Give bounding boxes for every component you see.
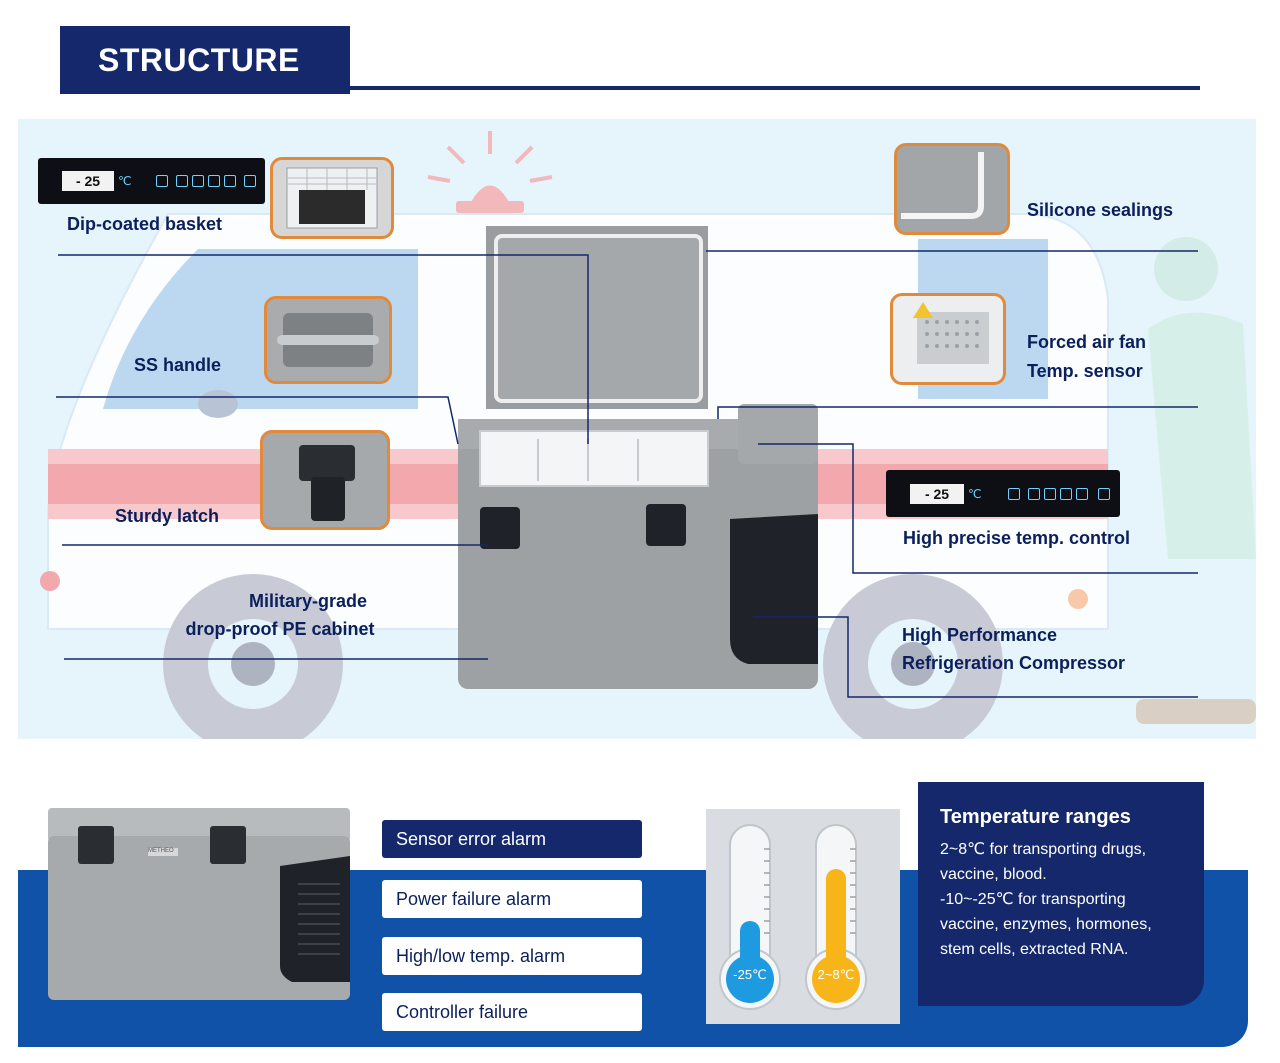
fan-thumbnail <box>890 293 1006 385</box>
power-icon <box>156 175 168 187</box>
thermometer-cool-label: 2~8℃ <box>817 967 855 982</box>
alarm-power-failure: Power failure alarm <box>382 880 642 918</box>
label-cabinet-line1: Military-grade <box>248 591 368 611</box>
label-silicone-sealings: Silicone sealings <box>1027 200 1174 220</box>
silicone-thumbnail <box>894 143 1010 235</box>
label-compressor-line2: Refrigeration Compressor <box>902 653 1126 673</box>
label-compressor-line1: High Performance <box>902 625 1058 645</box>
label-dip-coated-basket: Dip-coated basket <box>67 214 223 234</box>
handle-thumbnail <box>264 296 392 384</box>
control-panel-image-2: - 25 ℃ <box>886 470 1120 517</box>
alarm-controller-failure: Controller failure <box>382 993 642 1031</box>
label-sturdy-latch: Sturdy latch <box>115 506 220 526</box>
control-panel-image: - 25 ℃ <box>38 158 265 204</box>
temperature-ranges-line4: vaccine, enzymes, hormones, <box>940 916 1152 933</box>
section-title: STRUCTURE <box>98 42 300 78</box>
snowflake-icon <box>176 175 188 187</box>
snowflake-icon <box>1028 488 1040 500</box>
temperature-ranges-line3: -10~-25℃ for transporting <box>940 891 1126 908</box>
thermometers-panel: -25℃ 2~8℃ <box>706 809 900 1024</box>
up-icon <box>1044 488 1056 500</box>
temperature-ranges-line5: stem cells, extracted RNA. <box>940 941 1129 958</box>
label-temp-control: High precise temp. control <box>903 528 1131 548</box>
alarm-sensor-error: Sensor error alarm <box>382 820 642 858</box>
latch-thumbnail <box>260 430 390 530</box>
header-rule <box>350 86 1200 90</box>
panel-unit: ℃ <box>118 174 132 188</box>
panel-readout: - 25 <box>62 171 114 191</box>
thermometer-cold-label: -25℃ <box>733 967 767 982</box>
mute-icon <box>1098 488 1110 500</box>
mute-icon <box>244 175 256 187</box>
label-ss-handle: SS handle <box>134 355 222 375</box>
temperature-ranges-box: Temperature ranges 2~8℃ for transporting… <box>918 782 1204 1006</box>
down-icon <box>1060 488 1072 500</box>
panel-unit-2: ℃ <box>968 487 982 501</box>
section-header-tab: STRUCTURE <box>60 26 350 94</box>
up-icon <box>192 175 204 187</box>
temperature-ranges-line2: vaccine, blood. <box>940 866 1047 883</box>
panel-readout-2: - 25 <box>910 484 964 504</box>
down-icon <box>208 175 220 187</box>
temperature-ranges-line1: 2~8℃ for transporting drugs, <box>940 841 1147 858</box>
label-forced-air-fan: Forced air fan <box>1027 332 1147 352</box>
temperature-ranges-title: Temperature ranges <box>940 806 1131 828</box>
product-brand: METHEO <box>148 848 174 854</box>
bulb-icon <box>224 175 236 187</box>
label-cabinet-line2: drop-proof PE cabinet <box>185 619 375 639</box>
basket-thumbnail <box>270 157 394 239</box>
label-temp-sensor: Temp. sensor <box>1027 361 1143 381</box>
cooler-product-image: METHEO <box>40 806 356 1006</box>
bulb-icon <box>1076 488 1088 500</box>
power-icon <box>1008 488 1020 500</box>
alarm-high-low-temp: High/low temp. alarm <box>382 937 642 975</box>
structure-scene: - 25 ℃ Dip-coated basket SS handle Sturd… <box>18 119 1256 739</box>
